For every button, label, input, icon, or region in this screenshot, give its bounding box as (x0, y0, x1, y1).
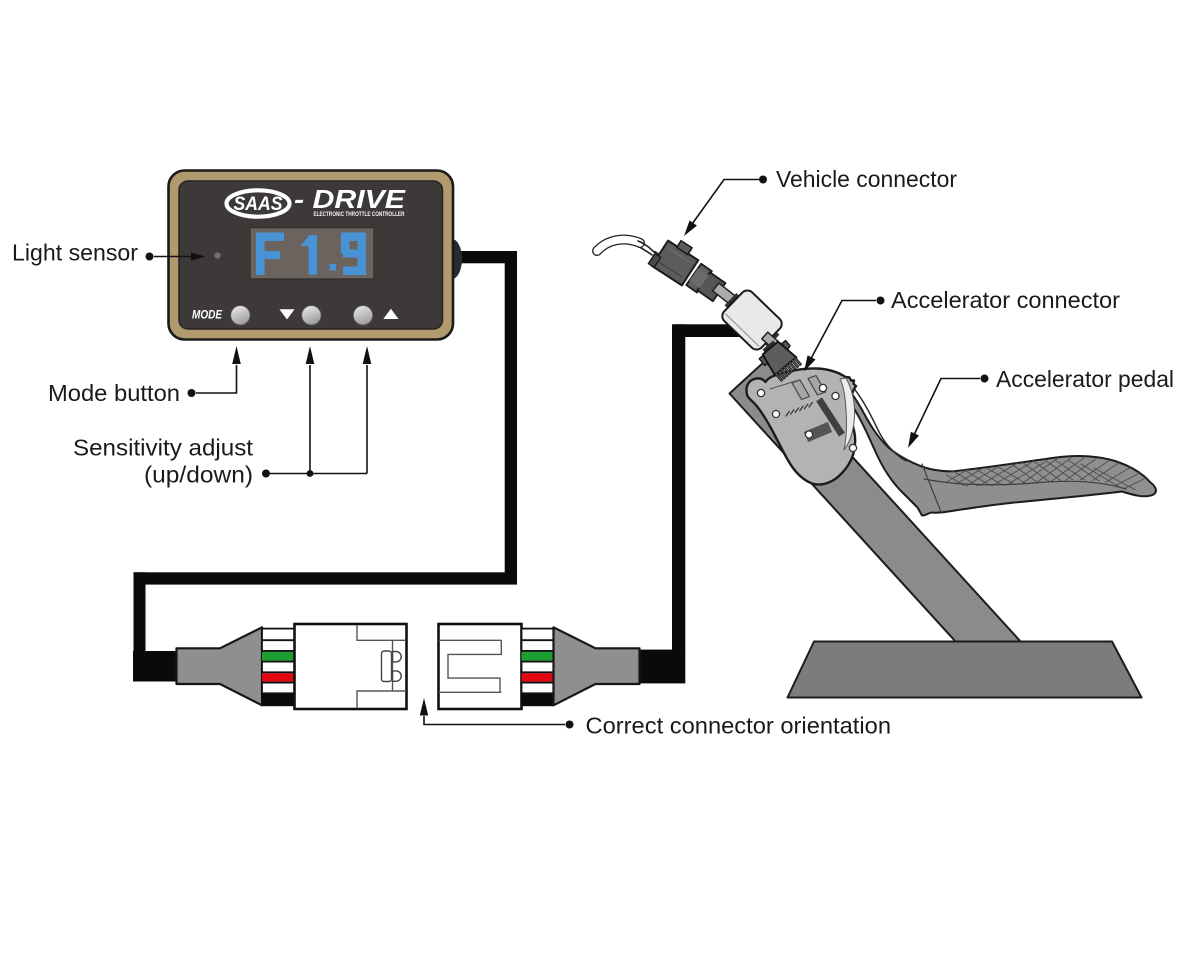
svg-text:MODE: MODE (192, 310, 222, 322)
svg-text:- DRIVE: - DRIVE (294, 186, 406, 214)
svg-text:SAAS: SAAS (234, 194, 283, 215)
svg-text:Mode button: Mode button (48, 380, 180, 406)
svg-text:Light sensor: Light sensor (12, 240, 138, 266)
svg-text:Correct connector orientation: Correct connector orientation (586, 713, 892, 739)
svg-text:Accelerator connector: Accelerator connector (891, 287, 1120, 313)
svg-text:Vehicle connector: Vehicle connector (776, 166, 957, 192)
svg-text:(up/down): (up/down) (144, 462, 253, 488)
svg-text:Sensitivity adjust: Sensitivity adjust (73, 435, 254, 461)
svg-text:Accelerator pedal: Accelerator pedal (996, 366, 1174, 392)
svg-text:ELECTRONIC THROTTLE CONTROLLER: ELECTRONIC THROTTLE CONTROLLER (314, 211, 405, 218)
